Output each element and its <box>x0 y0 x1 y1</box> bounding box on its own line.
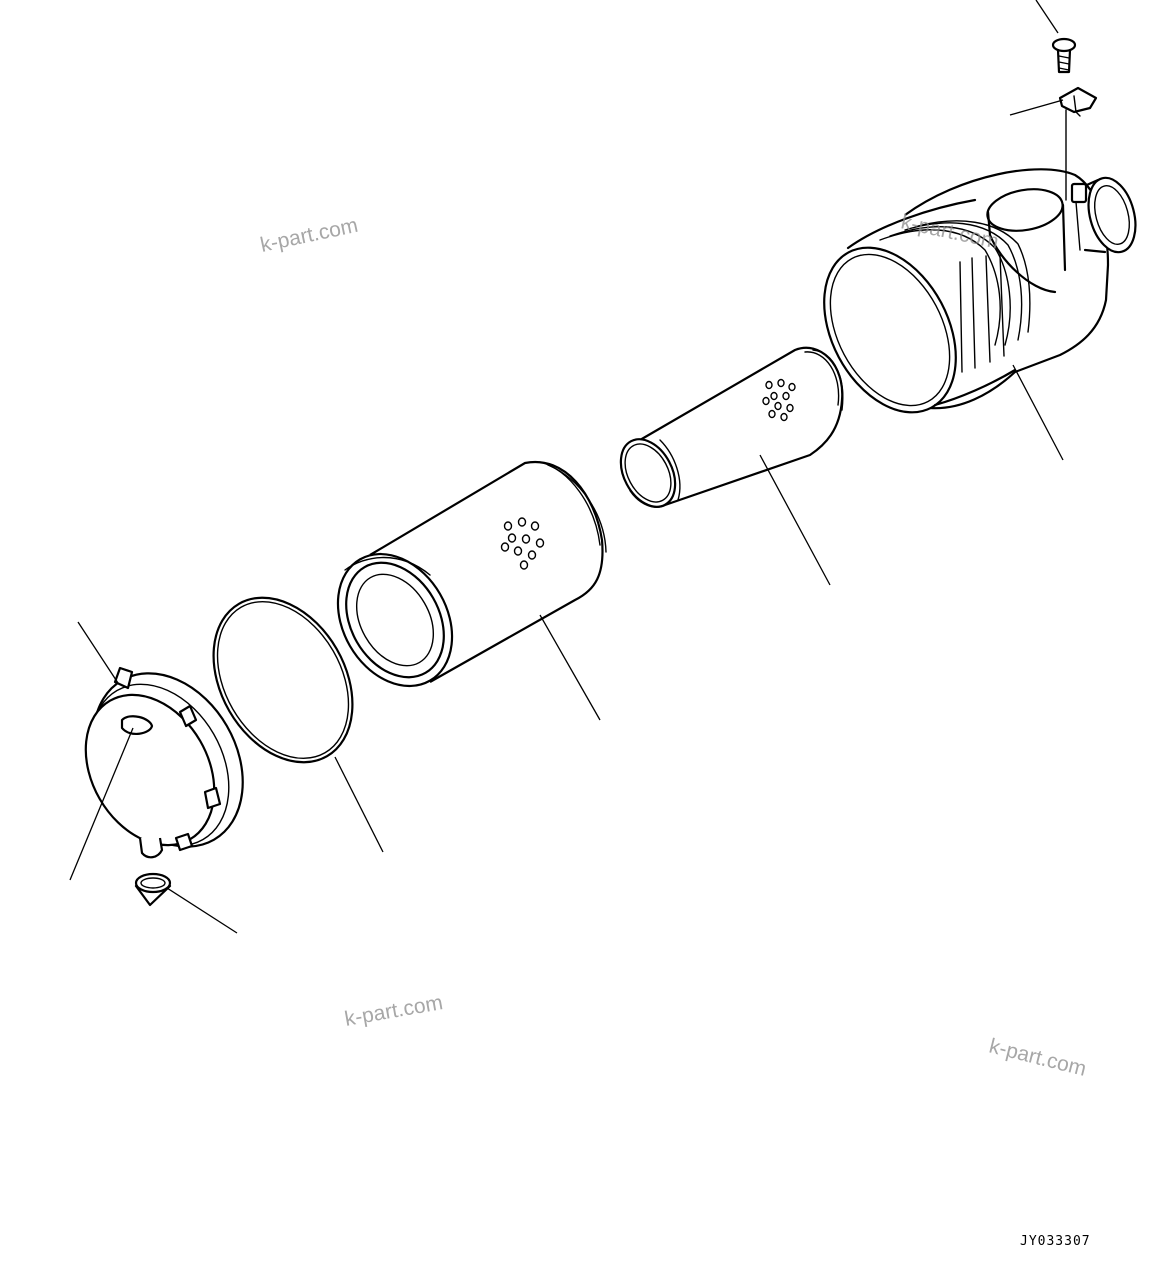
watermark-3: k-part.com <box>343 991 445 1031</box>
watermark-4: k-part.com <box>987 1035 1089 1081</box>
o-ring <box>212 596 354 764</box>
cover <box>84 666 244 859</box>
valve <box>134 872 172 907</box>
drawing-code: JY033307 <box>1020 1234 1091 1249</box>
watermark-1: k-part.com <box>258 214 360 257</box>
inner-safety-element <box>619 346 844 508</box>
leader-lines <box>69 0 1064 934</box>
bolt <box>1051 37 1077 74</box>
clip <box>1058 86 1098 201</box>
outer-primary-element <box>336 460 607 688</box>
air-cleaner-body <box>823 168 1137 414</box>
